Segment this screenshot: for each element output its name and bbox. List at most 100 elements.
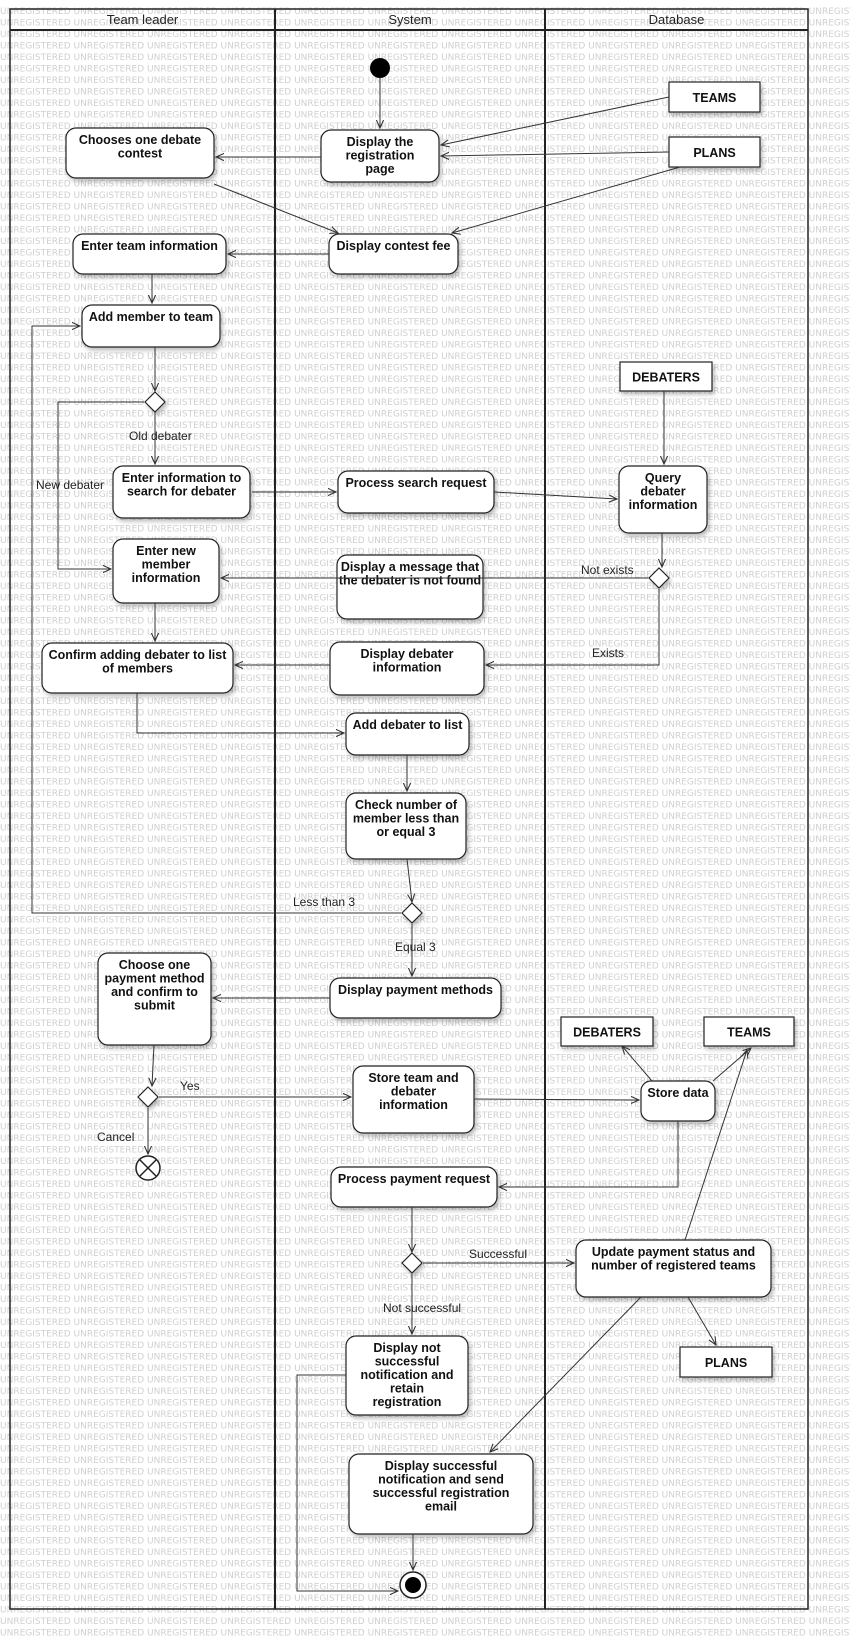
action-label: Add member to team (89, 310, 213, 324)
guard-label: Not exists (581, 563, 634, 577)
guard-label: Successful (469, 1247, 527, 1261)
flow-arrow (441, 151, 670, 156)
flow-arrow (31, 326, 401, 914)
action-box (97, 952, 212, 1046)
flow-arrow (406, 858, 412, 902)
action-box (112, 538, 220, 604)
object-box (619, 361, 713, 392)
object-node: DEBATERS (560, 1016, 654, 1047)
object-label: TEAMS (727, 1026, 771, 1040)
object-box (560, 1016, 654, 1047)
action-box (345, 792, 467, 860)
flow-arrow (473, 1099, 639, 1100)
action-label: Display payment methods (338, 983, 493, 997)
flow-arrow (213, 183, 338, 233)
guard-label: New debater (36, 478, 104, 492)
flow-arrow (684, 1050, 747, 1241)
guard-label: Yes (180, 1079, 200, 1093)
flow-arrow (486, 589, 660, 665)
object-label: DEBATERS (632, 371, 700, 385)
action-box (336, 554, 484, 620)
flow-arrow (441, 96, 670, 145)
flow-arrow (493, 491, 617, 499)
lane-title: System (388, 12, 431, 27)
flow-arrow (490, 1296, 642, 1452)
object-node: TEAMS (703, 1016, 795, 1047)
guard-label: Less than 3 (293, 895, 355, 909)
action-label: Process payment request (338, 1172, 491, 1186)
object-box (703, 1016, 795, 1047)
action-label: Enter team information (81, 239, 218, 253)
flow-final-cross (139, 1159, 157, 1177)
action-box (329, 641, 485, 696)
action-box (618, 465, 708, 534)
flow-final-node (135, 1155, 161, 1181)
object-box (668, 81, 761, 113)
action-box (330, 1166, 498, 1208)
action-box (72, 233, 227, 275)
action-box (575, 1239, 772, 1298)
object-node: PLANS (668, 136, 761, 168)
action-label: Display contest fee (337, 239, 451, 253)
flow-arrow (152, 1044, 154, 1086)
action-box (348, 1453, 534, 1535)
action-node: Process search request (337, 470, 495, 514)
action-node: Add debater to list (345, 712, 470, 756)
flow-arrow (622, 1046, 653, 1082)
action-box (320, 129, 440, 183)
action-node: Process payment request (330, 1166, 498, 1208)
object-label: PLANS (693, 146, 735, 160)
flow-arrow (687, 1296, 716, 1345)
decision-node (137, 1086, 159, 1108)
object-node: PLANS (679, 1346, 773, 1378)
decision-node (401, 902, 423, 924)
action-box (81, 304, 221, 348)
final-inner-circle (405, 1577, 421, 1593)
flow-arrow (296, 1374, 398, 1591)
decision-node (144, 391, 166, 413)
object-node: TEAMS (668, 81, 761, 113)
guard-label: Old debater (129, 429, 192, 443)
action-label: Store data (647, 1086, 709, 1100)
decision-node (401, 1252, 423, 1274)
guard-label: Not successful (383, 1301, 461, 1315)
flow-arrow (712, 1048, 751, 1082)
action-box (112, 465, 251, 519)
lane-border (9, 8, 809, 1610)
action-node: Display contest fee (328, 233, 459, 275)
initial-node (370, 58, 390, 78)
flow-arrow (136, 693, 344, 733)
action-label: Add debater to list (353, 718, 464, 732)
object-label: TEAMS (693, 91, 737, 105)
object-label: DEBATERS (573, 1026, 641, 1040)
decision-node (648, 567, 670, 589)
guard-label: Cancel (97, 1130, 134, 1144)
action-label: Process search request (345, 476, 487, 490)
object-box (679, 1346, 773, 1378)
activity-final-node (399, 1571, 427, 1599)
